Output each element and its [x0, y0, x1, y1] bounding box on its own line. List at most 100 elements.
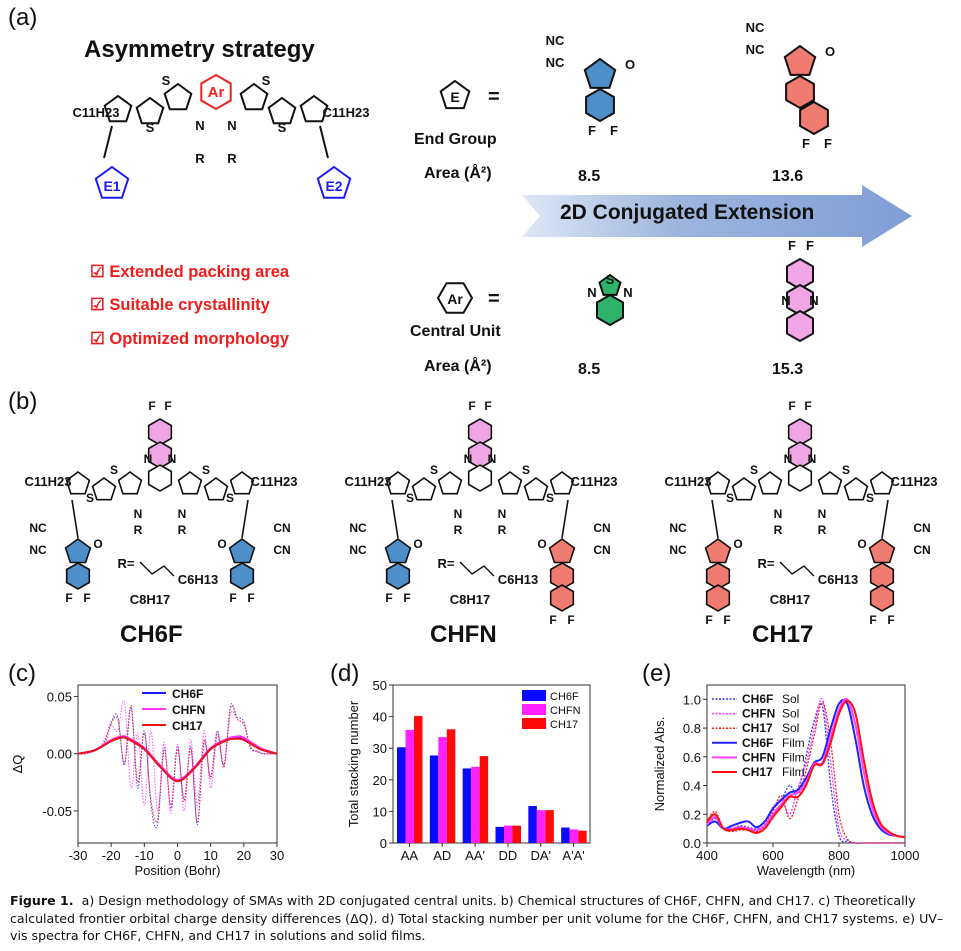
nitrogen-label: N: [178, 507, 187, 521]
series-CHFN-Film: [706, 697, 906, 839]
bar-CHFN-AA': [471, 766, 480, 843]
panel-label-a: (a): [8, 4, 38, 31]
sulfur-label: S: [162, 73, 171, 88]
fluorine-label: F: [610, 123, 618, 138]
vinyl-bond: [103, 125, 113, 159]
bar-CH6F-DD: [495, 826, 504, 843]
end-benzene: [869, 584, 895, 612]
cyano-label: CN: [273, 543, 290, 557]
fluorine-label: F: [549, 613, 556, 627]
r-label: R: [227, 151, 237, 166]
e-frame: [706, 684, 906, 844]
legend-suffix: Sol: [782, 692, 799, 706]
y-tick-label: 20: [373, 773, 387, 788]
x-tick-label: DA': [530, 848, 551, 863]
r-label: R: [178, 523, 187, 537]
check-item-morphology: ☑ Optimized morphology: [90, 330, 290, 348]
thiophene-ring: [817, 471, 843, 495]
end-benzene: [705, 584, 731, 612]
cyano-label: NC: [669, 521, 687, 535]
cyano-label: CN: [593, 543, 610, 557]
oxygen-label: O: [733, 537, 742, 551]
nitrogen-label: N: [134, 507, 143, 521]
y-tick-label: 0: [380, 836, 387, 851]
alkyl-label-c11h23: C11H23: [251, 474, 298, 489]
bar-CH6F-AA': [462, 768, 472, 843]
end-group-label: End Group: [414, 131, 497, 148]
legend-label: CH6F: [742, 692, 773, 706]
sulfur-label: S: [202, 463, 210, 477]
alkyl-label-c6h13: C6H13: [498, 572, 538, 587]
nc-label: NC: [746, 42, 765, 57]
fluorine-label: F: [788, 399, 795, 413]
central-unit-icon: [436, 282, 474, 314]
alkyl-label-c11h23: C11H23: [345, 474, 392, 489]
core-ring: [787, 464, 813, 492]
end-pentagon: [548, 538, 576, 564]
nitrogen-label: N: [587, 285, 596, 300]
y-axis-label: Total stacking number: [346, 700, 361, 827]
r-equals-label: R=: [438, 556, 455, 571]
central-unit-symbol: Ar: [447, 291, 463, 307]
bar-CHFN-DA': [536, 810, 546, 843]
dotted-series-CH17: [77, 703, 277, 823]
benzothiadiazole-ring: [596, 293, 624, 327]
alkyl-label-c11h23: C11H23: [73, 105, 120, 120]
y-tick-label: 0.8: [683, 721, 701, 736]
thiophene-ring: [843, 477, 869, 501]
vinyl-bond: [391, 499, 399, 539]
nitrogen-label: N: [168, 452, 177, 466]
x-tick-label: 30: [270, 848, 284, 863]
sulfur-label: S: [546, 491, 554, 505]
sulfur-label: S: [110, 463, 118, 477]
sulfur-label: S: [430, 463, 438, 477]
molecule-name-ch6f: CH6F: [120, 621, 183, 648]
nitrogen-label: N: [464, 452, 473, 466]
bar-CHFN-A'A': [569, 829, 579, 843]
sulfur-label: S: [86, 491, 94, 505]
fluorine-label: F: [705, 613, 712, 627]
panel-label-b: (b): [8, 388, 38, 415]
cyano-label: NC: [29, 543, 47, 557]
cyano-label: CN: [913, 543, 930, 557]
arrow-text: 2D Conjugated Extension: [560, 201, 815, 224]
vinyl-bond: [561, 499, 569, 539]
bar-CH6F-A'A': [561, 827, 570, 843]
nitrogen-label: N: [195, 118, 204, 133]
thiophene-ring: [731, 477, 757, 501]
cyano-label: NC: [669, 543, 687, 557]
y-tick-label: 0.00: [47, 747, 72, 762]
thiophene-ring: [177, 471, 203, 495]
oxygen-label: O: [217, 537, 226, 551]
nitrogen-label: N: [808, 452, 817, 466]
sulfur-label: S: [866, 491, 874, 505]
nitrogen-label: N: [784, 452, 793, 466]
thiophene-ring: [65, 471, 91, 495]
bar-CHFN-AA: [405, 729, 414, 843]
panel-label-d: (d): [330, 660, 360, 687]
fluorine-label: F: [723, 613, 730, 627]
figure-caption: Figure 1. a) Design methodology of SMAs …: [10, 892, 955, 945]
fluorine-label: F: [484, 399, 491, 413]
x-tick-label: A'A': [562, 848, 584, 863]
equals-central: =: [488, 288, 500, 310]
fluorine-label: F: [468, 399, 475, 413]
y-tick-label: -0.05: [42, 804, 72, 819]
fluorine-label: F: [806, 238, 814, 253]
nitrogen-label: N: [623, 285, 632, 300]
y-tick-label: 0.0: [683, 836, 701, 851]
fluorine-label: F: [385, 591, 392, 605]
nitrogen-label: N: [227, 118, 236, 133]
core-ring: [147, 464, 173, 492]
thiophene-ring: [229, 471, 255, 495]
oxygen-label: O: [537, 537, 546, 551]
x-tick-label: -10: [135, 848, 154, 863]
end-pentagon: [868, 538, 896, 564]
cyano-label: CN: [273, 521, 290, 535]
r-label: R: [454, 523, 463, 537]
